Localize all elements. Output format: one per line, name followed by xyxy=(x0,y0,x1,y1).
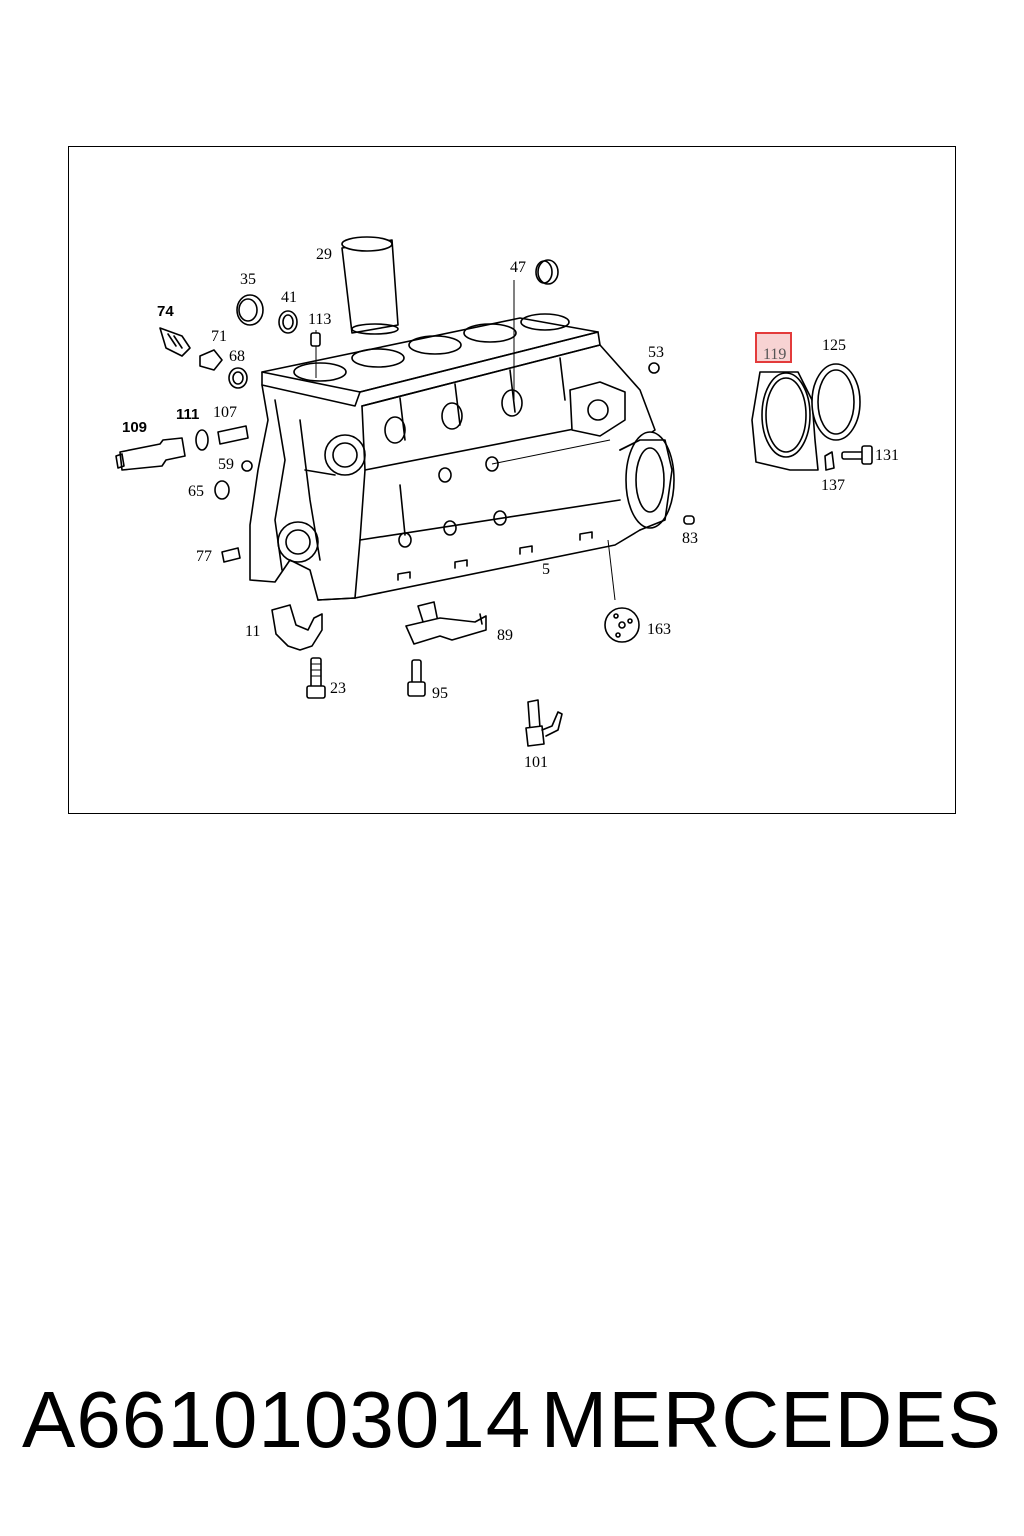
callout-29[interactable]: 29 xyxy=(316,246,332,263)
product-footer: A6610103014 MERCEDES xyxy=(0,1370,1024,1470)
rear-seal-carrier-part xyxy=(751,371,819,471)
bolt-small-part xyxy=(407,659,426,697)
engine-block-diagram: 29 47 35 41 113 74 71 68 53 109 111 107 … xyxy=(115,236,899,771)
callout-83[interactable]: 83 xyxy=(682,530,698,547)
highlighted-callout-box[interactable] xyxy=(755,332,792,363)
radial-seal-ring-part xyxy=(811,363,861,441)
callout-74[interactable]: 74 xyxy=(157,303,174,320)
cylinder-liner-part xyxy=(341,236,399,335)
dowel-small-part xyxy=(683,515,695,525)
callout-101[interactable]: 101 xyxy=(524,754,548,771)
callout-35[interactable]: 35 xyxy=(240,271,256,288)
cover-plate-part xyxy=(604,607,640,643)
ball-part xyxy=(648,362,660,374)
o-ring-part xyxy=(278,310,298,334)
callout-109[interactable]: 109 xyxy=(122,419,147,436)
seal-ring-part xyxy=(228,367,248,389)
callout-89[interactable]: 89 xyxy=(497,627,513,644)
callout-labels: 29 47 35 41 113 74 71 68 53 109 111 107 … xyxy=(122,246,899,771)
callout-163[interactable]: 163 xyxy=(647,621,671,638)
part-number: A6610103014 xyxy=(22,1375,532,1464)
callout-65[interactable]: 65 xyxy=(188,483,204,500)
brand-name: MERCEDES xyxy=(540,1375,1002,1464)
plug-ring-part xyxy=(535,259,559,285)
callout-59[interactable]: 59 xyxy=(218,456,234,473)
clip-part xyxy=(824,451,835,471)
callout-53[interactable]: 53 xyxy=(648,344,664,361)
temperature-sensor-part xyxy=(525,699,563,747)
callout-5[interactable]: 5 xyxy=(542,561,550,578)
sensor-part xyxy=(159,327,191,357)
callout-77[interactable]: 77 xyxy=(196,548,212,565)
sleeve-part xyxy=(217,425,249,445)
callout-131[interactable]: 131 xyxy=(875,447,899,464)
pin-part xyxy=(221,547,241,563)
engine-block-drawing xyxy=(249,280,675,601)
callout-23[interactable]: 23 xyxy=(330,680,346,697)
callout-41[interactable]: 41 xyxy=(281,289,297,306)
callout-47[interactable]: 47 xyxy=(510,259,526,276)
callout-11[interactable]: 11 xyxy=(245,623,260,640)
callout-95[interactable]: 95 xyxy=(432,685,448,702)
callout-71[interactable]: 71 xyxy=(211,328,227,345)
carrier-bolt-part xyxy=(841,445,873,465)
screw-plug-part xyxy=(199,349,223,371)
ball-small-part xyxy=(241,460,253,472)
callout-137[interactable]: 137 xyxy=(821,477,845,494)
oil-nozzle-part xyxy=(405,601,487,645)
core-plug-part xyxy=(236,294,264,326)
callout-125[interactable]: 125 xyxy=(822,337,846,354)
dowel-pin-part xyxy=(310,332,321,347)
callout-111[interactable]: 111 xyxy=(176,406,199,423)
o-ring-small-part xyxy=(195,429,209,451)
bearing-cap-part xyxy=(271,604,323,651)
parts-diagram-frame xyxy=(68,146,956,814)
heater-element-part xyxy=(115,437,186,471)
callout-119[interactable]: 119 xyxy=(763,346,786,363)
bolt-part xyxy=(306,657,326,699)
callout-68[interactable]: 68 xyxy=(229,348,245,365)
bushing-part xyxy=(214,480,230,500)
callout-107[interactable]: 107 xyxy=(213,404,237,421)
callout-113[interactable]: 113 xyxy=(308,311,331,328)
